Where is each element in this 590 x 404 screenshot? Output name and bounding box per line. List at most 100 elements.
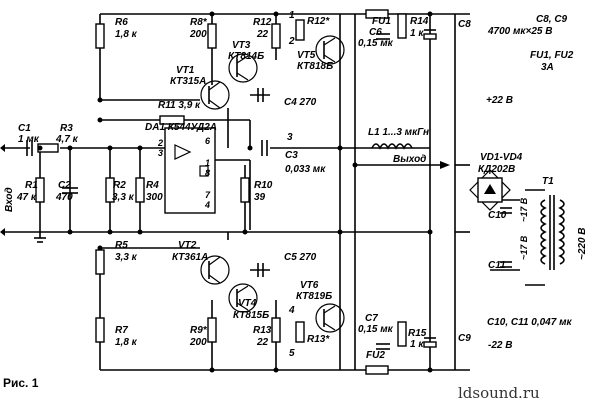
resistor-r4: [135, 177, 145, 203]
label-17v-bottom: ~17 В: [519, 235, 529, 260]
label-c6: C6: [369, 27, 382, 38]
value-r9: 200: [189, 337, 207, 348]
transistor-vt1: [200, 80, 230, 110]
pin-1: 1: [205, 158, 210, 168]
label-r1: R1: [25, 180, 38, 191]
pin-2: 2: [157, 138, 163, 148]
type-vt5: КТ818Б: [297, 61, 333, 72]
label-vt3: VT3: [232, 40, 251, 51]
label-r11: R11 3,9 к: [158, 100, 201, 111]
resistor-r7: [95, 317, 105, 343]
resistor-r9: [207, 317, 217, 343]
label-fu1: FU1: [372, 16, 391, 27]
transistor-vt6: [315, 303, 345, 333]
type-vt3: КТ814Б: [228, 51, 264, 62]
wires: [5, 13, 545, 371]
transistors: [200, 35, 345, 333]
bridge-rectifier: [469, 169, 511, 211]
resistor-r14: [397, 13, 407, 39]
label-r10: R10: [254, 180, 273, 191]
label-r5: R5: [115, 240, 128, 251]
label-r12-star: R12*: [307, 16, 330, 27]
label-r8: R8*: [190, 17, 208, 28]
type-vd1-vd4: КД202В: [478, 164, 515, 175]
resistor-r12: [271, 23, 281, 49]
label-r15: R15: [408, 328, 427, 339]
capacitor-c8: [423, 29, 437, 40]
label-c7: C7: [365, 313, 378, 324]
label-minus22v: -22 В: [488, 340, 512, 351]
value-fu1-fu2: 3А: [541, 62, 554, 73]
value-c6: 0,15 мк: [358, 38, 394, 49]
capacitor-c9: [423, 337, 437, 348]
value-c7: 0,15 мк: [358, 324, 394, 335]
opamp-da1: [164, 127, 216, 214]
junction-dots: [37, 11, 433, 373]
label-c10-c11: C10, C11 0,047 мк: [487, 317, 572, 328]
resistor-r10: [240, 177, 250, 203]
type-vt2: КТ361А: [172, 252, 208, 263]
label-r4: R4: [146, 180, 159, 191]
label-c8-c9: C8, C9: [536, 14, 568, 25]
label-fu1-fu2: FU1, FU2: [530, 50, 574, 61]
inductor-l1: [371, 143, 413, 150]
value-c3: 0,033 мк: [285, 164, 326, 175]
watermark: ldsound.ru: [458, 384, 540, 402]
node-4: 4: [288, 305, 295, 316]
label-l1: L1 1...3 мкГн: [368, 127, 429, 138]
transistor-vt5: [315, 35, 345, 65]
label-c11: C11: [488, 260, 506, 271]
value-r3: 4,7 к: [55, 134, 79, 145]
resistor-r8: [207, 23, 217, 49]
capacitor-c6: [376, 33, 390, 40]
value-r5: 3,3 к: [115, 252, 138, 263]
label-220v: ~220 В: [577, 227, 588, 260]
label-output: Выход: [393, 154, 426, 165]
ground-icon: [34, 237, 46, 243]
resistor-r5: [95, 249, 105, 275]
label-r3: R3: [60, 123, 73, 134]
label-vt1: VT1: [176, 65, 195, 76]
label-c2: C2: [58, 180, 71, 191]
pin-4: 4: [204, 200, 210, 210]
label-17v-top: ~17 В: [519, 197, 529, 222]
transformer-t1: [540, 195, 565, 270]
label-vd1-vd4: VD1-VD4: [480, 152, 523, 163]
label-r13: R13: [253, 325, 272, 336]
pin-3: 3: [158, 148, 163, 158]
value-r12: 22: [256, 29, 269, 40]
value-r6: 1,8 к: [115, 29, 138, 40]
capacitor-c5: [257, 263, 264, 277]
value-c2: 470: [55, 192, 73, 203]
label-c8: C8: [458, 19, 471, 30]
capacitor-c11: [500, 261, 512, 268]
label-r7: R7: [115, 325, 128, 336]
input-ground-arrow-icon: [0, 228, 5, 236]
resistor-r6: [95, 23, 105, 49]
value-c1: 1 мк: [18, 134, 40, 145]
component-labels: R6 1,8 к R8* 200 R12 22 1 2 R12* VT3 КТ8…: [3, 10, 588, 402]
node-5: 5: [289, 348, 295, 359]
node-1: 1: [289, 10, 295, 21]
type-vt1: КТ315А: [170, 76, 206, 87]
capacitor-c4: [257, 88, 264, 102]
label-vt6: VT6: [300, 280, 319, 291]
label-r6: R6: [115, 17, 128, 28]
value-r7: 1,8 к: [115, 337, 138, 348]
label-r12: R12: [253, 17, 272, 28]
transistor-vt4: [228, 283, 258, 313]
capacitor-c2: [62, 187, 78, 194]
value-r13: 22: [256, 337, 269, 348]
value-r4: 300: [146, 192, 163, 203]
figure-caption: Рис. 1: [3, 376, 39, 390]
value-c8-c9: 4700 мк×25 В: [487, 26, 552, 37]
label-fu2: FU2: [366, 350, 385, 361]
resistor-r2: [105, 177, 115, 203]
resistor-r11: [159, 115, 185, 125]
input-arrow-icon: [0, 144, 5, 152]
label-c3: C3: [285, 150, 298, 161]
value-r1: 47 к: [16, 192, 37, 203]
label-t1: T1: [542, 176, 554, 187]
